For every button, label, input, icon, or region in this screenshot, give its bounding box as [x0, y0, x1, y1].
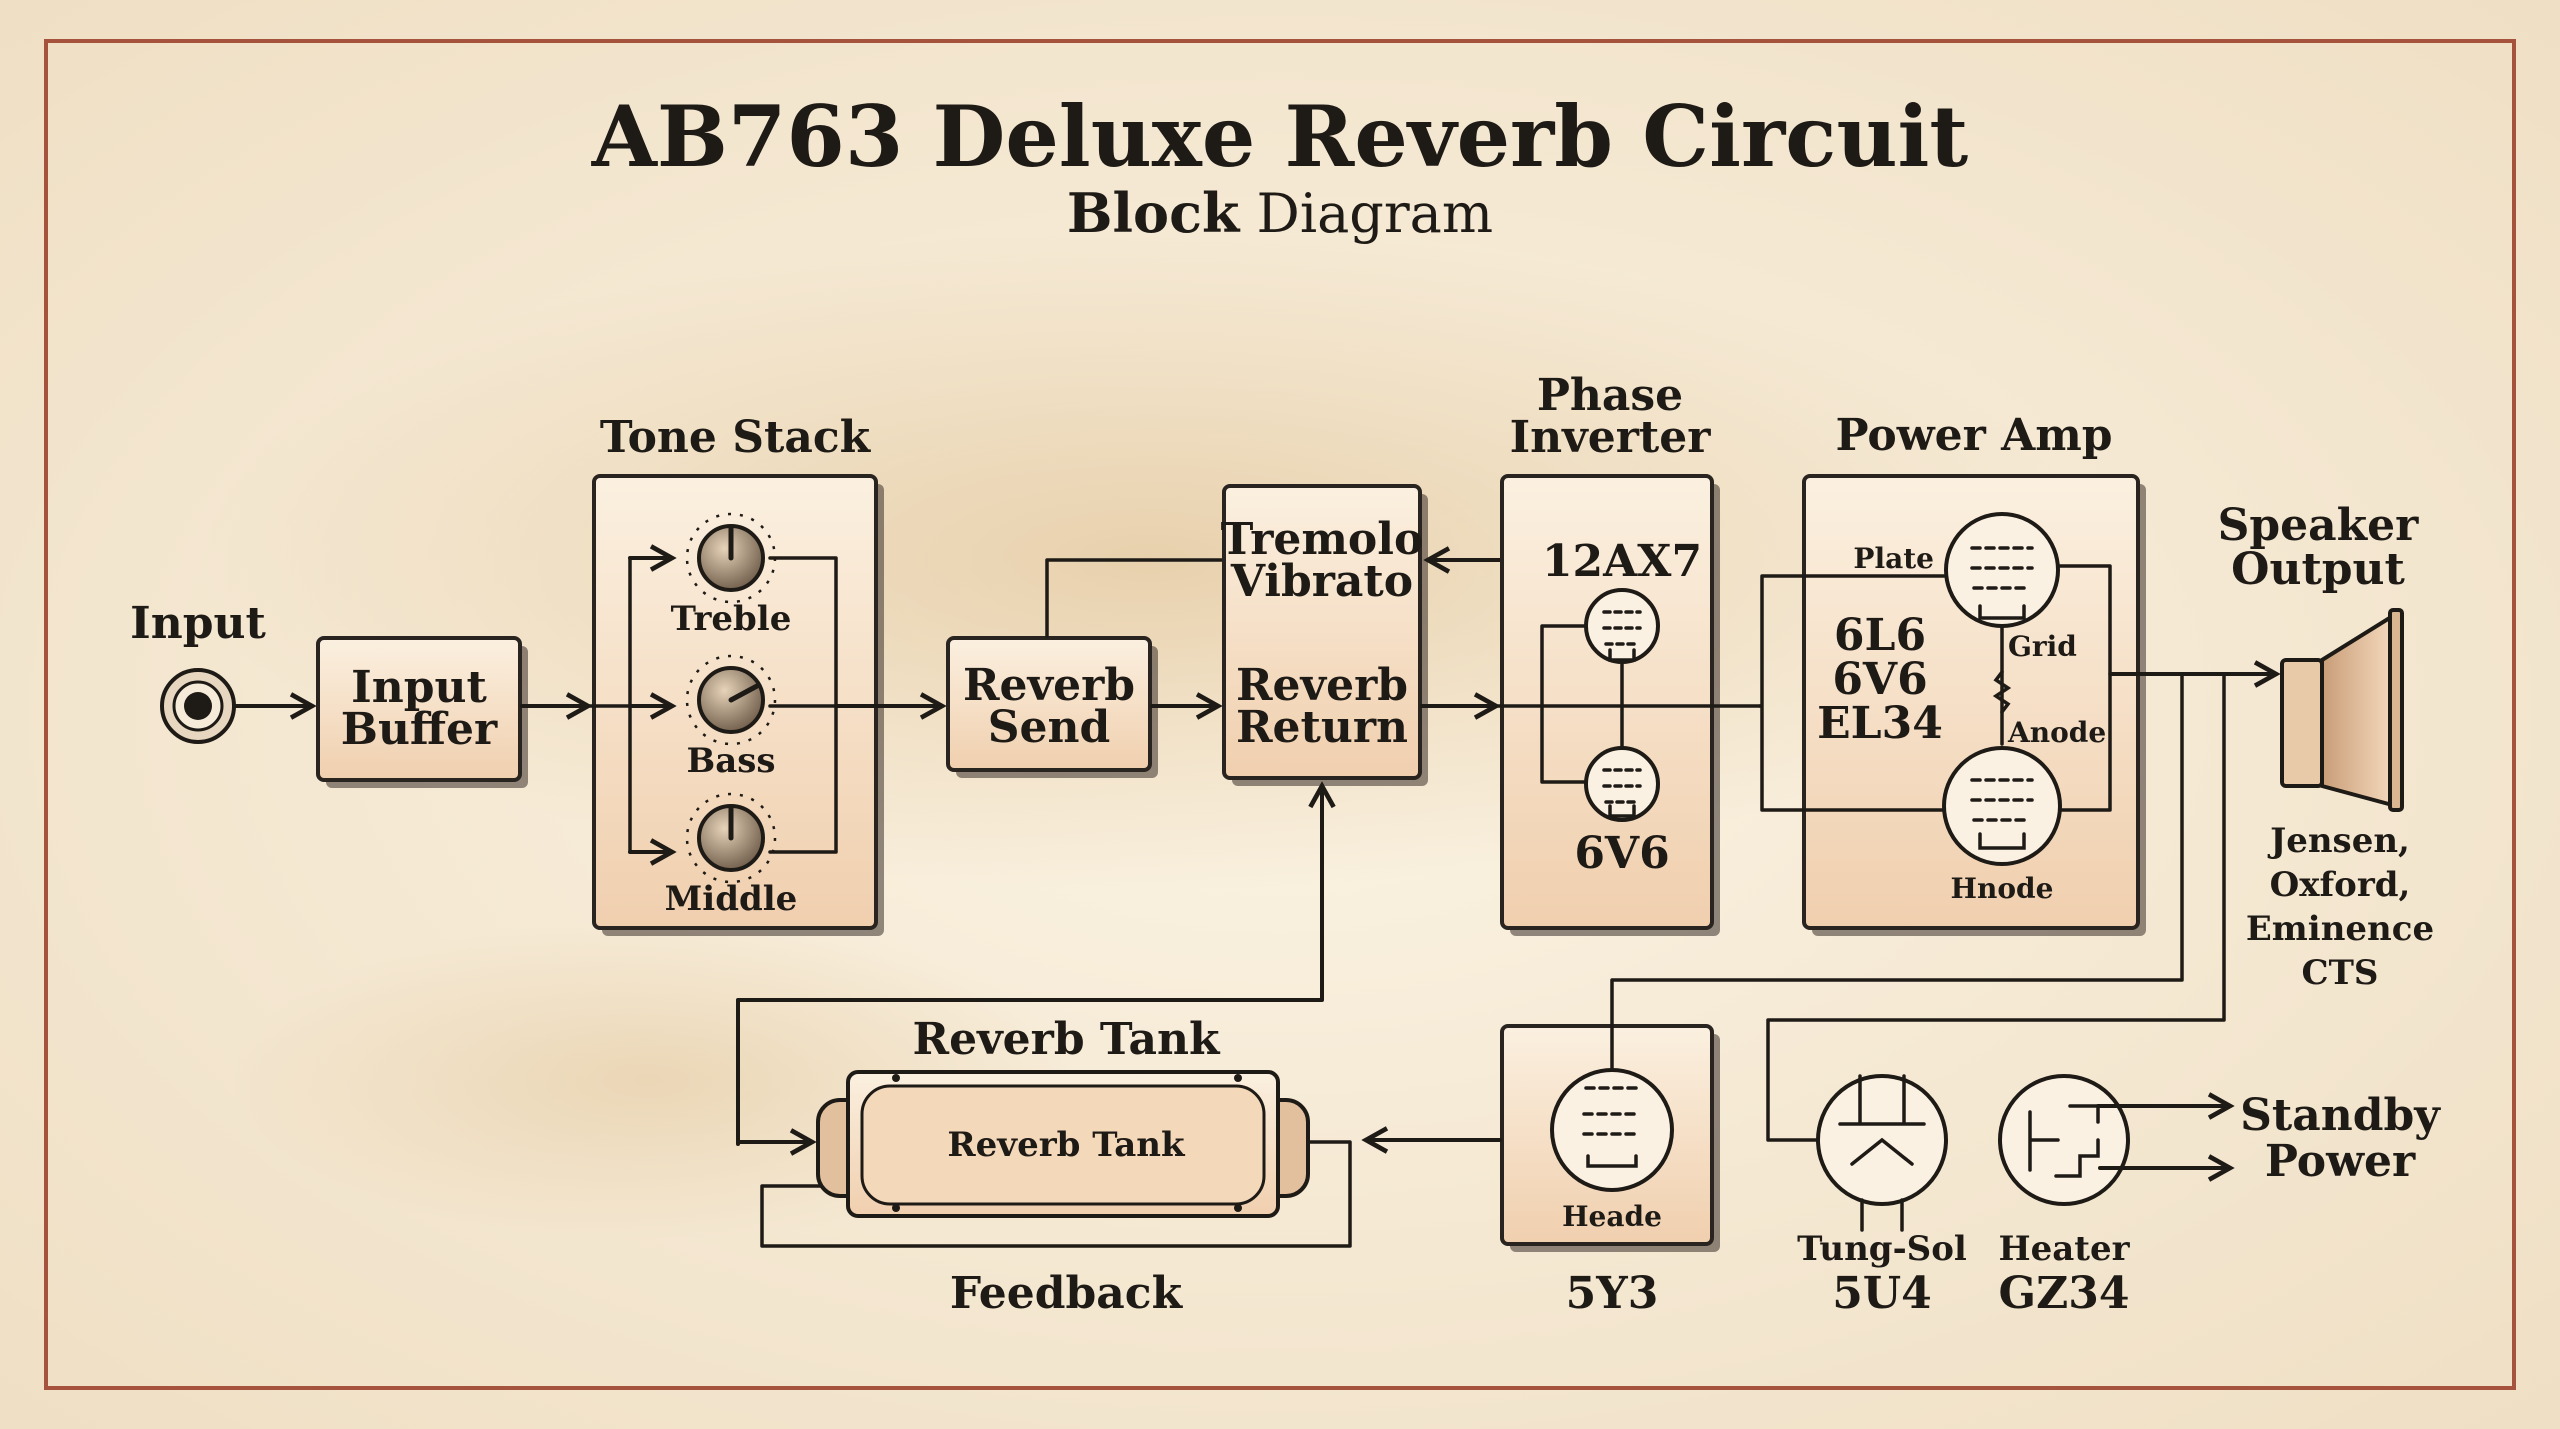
- tremolo-line1: Tremolo: [1221, 514, 1424, 565]
- diagram-title: AB763 Deluxe Reverb Circuit: [591, 87, 1969, 186]
- rectifier-5u4-tube-icon: [1816, 1074, 1948, 1232]
- bass-knob-icon: [685, 654, 777, 746]
- power-tube-6l6: 6L6: [1834, 610, 1926, 661]
- rectifier-gz34-line1: Heater: [1998, 1229, 2130, 1269]
- rectifier-5y3-name: 5Y3: [1566, 1268, 1659, 1319]
- power-amp-label: Power Amp: [1835, 410, 2112, 461]
- phase-inverter-block: [1500, 474, 1720, 936]
- wire-send-to-tremolo: [1045, 558, 1226, 638]
- wire-b-plus-to-5u4: [1766, 672, 2226, 1142]
- pi-triode-top-icon: [1584, 588, 1660, 664]
- reverb-tank-icon: [816, 1070, 1310, 1218]
- tremolo-reverb-return-block: Tremolo Vibrato Reverb Return: [1221, 484, 1428, 786]
- rectifier-5u4-line1: Tung-Sol: [1797, 1229, 1967, 1269]
- phase-inverter-top-tube-label: 12AX7: [1542, 536, 1702, 587]
- phase-inverter-label-line1: Phase: [1537, 370, 1683, 421]
- middle-label: Middle: [665, 879, 798, 919]
- phase-inverter-wiring: [1496, 624, 1762, 784]
- speaker-label-line1: Speaker: [2218, 500, 2420, 551]
- reverb-return-line2: Return: [1236, 702, 1408, 753]
- reverb-return-line1: Reverb: [1236, 660, 1408, 711]
- power-amp-wiring: [1758, 564, 2112, 812]
- input-buffer-line2: Buffer: [341, 704, 498, 755]
- treble-label: Treble: [671, 599, 792, 639]
- reverb-tank-inner-label: Reverb Tank: [947, 1125, 1186, 1165]
- feedback-label: Feedback: [950, 1268, 1184, 1319]
- rectifier-5u4-name: 5U4: [1832, 1268, 1932, 1319]
- reverb-send-block: Reverb Send: [946, 636, 1158, 778]
- rectifier-gz34-tube-icon: [1998, 1074, 2130, 1206]
- reverb-send-line2: Send: [988, 702, 1111, 753]
- reverb-tank-label: Reverb Tank: [913, 1014, 1221, 1065]
- reverb-send-line1: Reverb: [963, 660, 1135, 711]
- power-tube-6v6: 6V6: [1832, 654, 1927, 705]
- plate-pin-label: Plate: [1853, 542, 1934, 575]
- input-buffer-block: Input Buffer: [316, 636, 528, 788]
- rectifier-5y3-tube-icon: [1550, 1068, 1674, 1192]
- speaker-brand-oxford: Oxford,: [2270, 865, 2411, 905]
- wire-b-plus-to-5y3: [1610, 672, 2184, 1080]
- anode-pin-label: Anode: [2007, 716, 2106, 749]
- tremolo-line2: Vibrato: [1230, 556, 1413, 607]
- treble-knob-icon: [685, 512, 777, 604]
- tone-stack-label: Tone Stack: [600, 412, 872, 463]
- input-jack-icon: [160, 668, 236, 744]
- speaker-brand-cts: CTS: [2302, 953, 2379, 993]
- standby-label-line2: Power: [2265, 1136, 2416, 1187]
- grid-resistor-icon: [1992, 670, 2012, 714]
- phase-inverter-bottom-tube-label: 6V6: [1574, 828, 1669, 879]
- power-tube-el34: EL34: [1817, 698, 1943, 749]
- rectifier-gz34-name: GZ34: [1999, 1268, 2130, 1319]
- hnode-pin-label: Hnode: [1951, 872, 2054, 905]
- page-border: [44, 39, 2516, 1390]
- feedback-loop: [760, 1140, 1352, 1248]
- speaker-icon: [2280, 608, 2404, 812]
- bass-label: Bass: [686, 741, 775, 781]
- power-tube-bottom-icon: [1942, 746, 2062, 866]
- speaker-brand-jensen: Jensen,: [2267, 821, 2410, 861]
- grid-pin-label: Grid: [2008, 630, 2077, 663]
- middle-knob-icon: [685, 792, 777, 884]
- power-tube-top-icon: [1944, 512, 2060, 628]
- standby-label-line1: Standby: [2240, 1090, 2441, 1141]
- pi-triode-bottom-icon: [1584, 746, 1660, 822]
- input-buffer-line1: Input: [351, 662, 487, 713]
- input-label: Input: [130, 598, 266, 649]
- rectifier-5y3-pin-label: Heade: [1562, 1200, 1662, 1233]
- speaker-brand-eminence: Eminence: [2246, 909, 2434, 949]
- phase-inverter-label-line2: Inverter: [1510, 412, 1712, 463]
- speaker-label-line2: Output: [2231, 544, 2405, 595]
- diagram-subtitle: Block Diagram: [1067, 181, 1493, 245]
